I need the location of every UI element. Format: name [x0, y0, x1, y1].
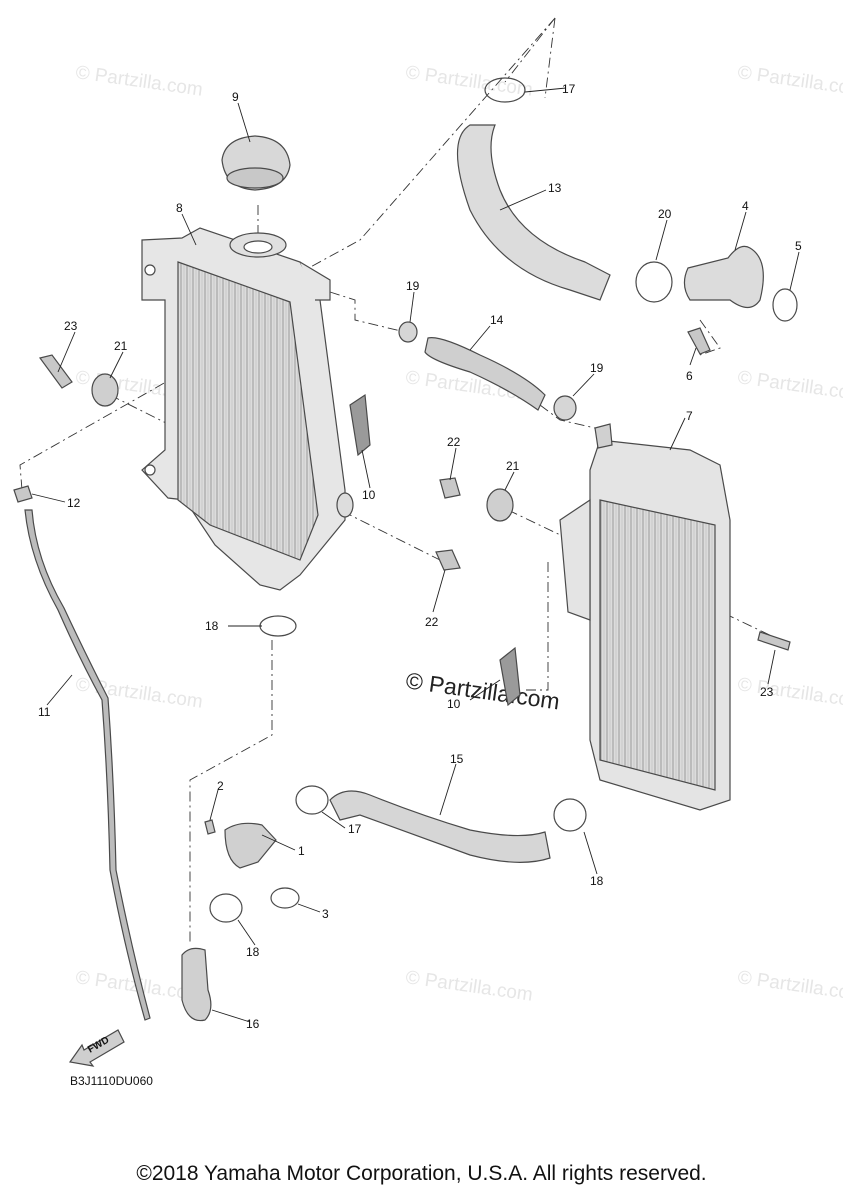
callout-23: 23: [760, 685, 774, 699]
callout-9: 9: [232, 90, 239, 104]
lower-hose: [329, 790, 551, 863]
small-clamps: [398, 321, 577, 421]
callouts: 9 8 17 13 20 4 5 19 14 23 21 6 19 7 22 2…: [38, 82, 802, 1031]
watermark: © Partzilla.com: [404, 967, 534, 1006]
callout-3: 3: [322, 907, 329, 921]
water-joint: [683, 245, 764, 309]
callout-10: 10: [362, 488, 376, 502]
band-clamps: [209, 615, 587, 923]
callout-14: 14: [490, 313, 504, 327]
copyright-notice: ©2018 Yamaha Motor Corporation, U.S.A. A…: [136, 1162, 707, 1185]
fwd-arrow-icon: FWD: [68, 1029, 125, 1067]
callout-19: 19: [406, 279, 420, 293]
callout-21: 21: [506, 459, 520, 473]
callout-6: 6: [686, 369, 693, 383]
o-ring-5: [772, 288, 798, 322]
overflow-hose: [24, 509, 151, 1021]
right-radiator: [559, 423, 731, 811]
callout-2: 2: [217, 779, 224, 793]
callout-17: 17: [562, 82, 576, 96]
callout-13: 13: [548, 181, 562, 195]
callout-22: 22: [425, 615, 439, 629]
connecting-hose: [424, 337, 546, 411]
callout-5: 5: [795, 239, 802, 253]
callout-18: 18: [205, 619, 219, 633]
main-radiator: [141, 227, 354, 591]
callout-8: 8: [176, 201, 183, 215]
callout-17: 17: [348, 822, 362, 836]
callout-18: 18: [590, 874, 604, 888]
callout-15: 15: [450, 752, 464, 766]
callout-23: 23: [64, 319, 78, 333]
upper-hose: [456, 124, 611, 301]
lower-joint-assembly: [204, 819, 300, 909]
leader-lines: [31, 87, 800, 1023]
callout-16: 16: [246, 1017, 260, 1031]
watermark: © Partzilla.com: [736, 967, 843, 1006]
center-watermark: © Partzilla.com: [404, 667, 561, 714]
diagram-code: B3J1110DU060: [70, 1074, 153, 1088]
callout-19: 19: [590, 361, 604, 375]
watermark: © Partzilla.com: [736, 674, 843, 713]
lower-hose-16: [181, 947, 212, 1022]
hose-clamps: [295, 77, 526, 815]
callout-4: 4: [742, 199, 749, 213]
callout-1: 1: [298, 844, 305, 858]
callout-12: 12: [67, 496, 81, 510]
rubber-pads: [349, 393, 521, 707]
watermark: © Partzilla.com: [74, 62, 204, 101]
callout-20: 20: [658, 207, 672, 221]
mounting-hardware: [38, 354, 791, 651]
callout-10: 10: [447, 697, 461, 711]
callout-18: 18: [246, 945, 260, 959]
callout-11: 11: [38, 705, 51, 719]
callout-7: 7: [686, 409, 693, 423]
watermark: © Partzilla.com: [736, 62, 843, 101]
watermark: © Partzilla.com: [736, 367, 843, 406]
radiator-cap: [221, 135, 291, 191]
callout-22: 22: [447, 435, 461, 449]
watermark: © Partzilla.com: [404, 62, 534, 101]
hose-clamp-20: [635, 261, 673, 303]
bolt-6: [687, 327, 711, 355]
callout-21: 21: [114, 339, 128, 353]
clip-12: [13, 485, 33, 503]
